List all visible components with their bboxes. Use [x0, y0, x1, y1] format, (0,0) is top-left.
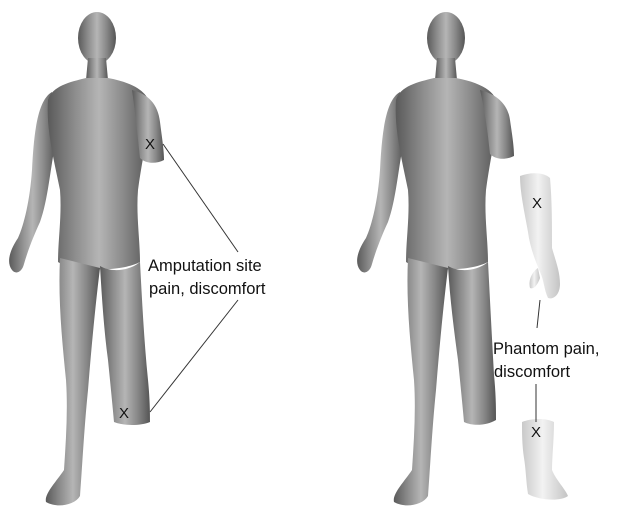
left-label-line1: Amputation site [148, 257, 262, 275]
right-callout-line-arm [537, 300, 540, 328]
left-leg-x-mark: X [119, 405, 129, 422]
phantom-arm-x-mark: X [532, 195, 542, 212]
left-figure-head [78, 12, 116, 64]
phantom-forearm [520, 173, 560, 298]
right-figure-torso [396, 78, 499, 270]
left-label-line2: pain, discomfort [149, 280, 266, 298]
left-figure-full-leg [46, 258, 100, 505]
phantom-limbs [520, 173, 568, 499]
phantom-leg-x-mark: X [531, 424, 541, 441]
right-figure [357, 12, 514, 505]
left-figure [9, 12, 164, 505]
right-label-line1: Phantom pain, [493, 340, 599, 358]
left-figure-neck [86, 58, 108, 80]
phantom-hand-thumb [529, 268, 540, 288]
left-callout-line-leg [150, 300, 238, 412]
left-figure-leg-stump [100, 262, 150, 425]
right-figure-full-leg [394, 258, 448, 505]
left-arm-x-mark: X [145, 136, 155, 153]
left-callout-line-arm [163, 144, 238, 252]
right-label-line2: discomfort [494, 363, 571, 381]
right-figure-head [427, 12, 465, 64]
right-figure-leg-stump [448, 262, 496, 425]
phantom-lower-leg [522, 419, 568, 500]
right-figure-neck [435, 58, 457, 80]
